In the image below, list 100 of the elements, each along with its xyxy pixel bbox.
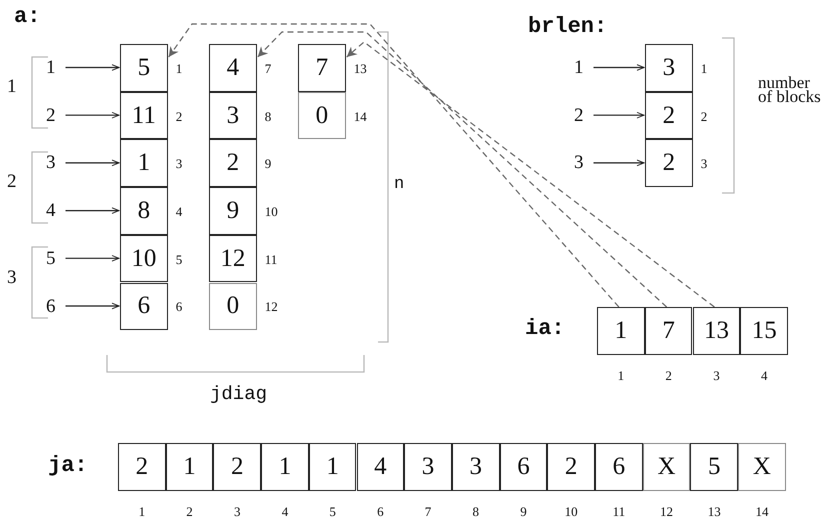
row-index: 2	[574, 106, 584, 125]
cell-index: 4	[176, 204, 182, 218]
cell-index: 1	[700, 62, 708, 75]
array-cell: 4	[356, 443, 404, 491]
array-cell: 2	[209, 139, 257, 188]
pointer-arrow	[346, 41, 715, 308]
array-cell: 0	[209, 282, 257, 330]
row-index: 6	[46, 296, 56, 316]
cell-index: 7	[264, 62, 272, 75]
array-cell: 11	[120, 92, 168, 140]
array-cell: 0	[298, 92, 346, 140]
row-index: 5	[46, 248, 56, 268]
array-cell: 3	[209, 92, 257, 140]
cell-index: 10	[264, 204, 278, 218]
cell-index: 1	[618, 368, 624, 382]
cell-index: 12	[264, 300, 278, 314]
array-cell: 10	[120, 234, 168, 282]
cell-index: 6	[176, 300, 182, 314]
cell-index: 7	[424, 504, 432, 518]
array-cell: 1	[308, 443, 356, 491]
cell-index: 2	[665, 368, 672, 382]
block-number: 1	[7, 77, 16, 96]
arrow	[66, 302, 120, 310]
array-cell: 3	[645, 44, 693, 92]
array-cell: 1	[261, 443, 309, 491]
size-label: jdiag	[210, 385, 268, 404]
array-cell: X	[738, 443, 786, 491]
cell-index: 8	[472, 504, 479, 518]
size-label: n	[394, 176, 404, 193]
row-index: 3	[46, 153, 56, 172]
block-number: 3	[7, 268, 16, 287]
block-number: 2	[7, 172, 16, 191]
cell-index: 9	[520, 504, 527, 518]
array-cell: 6	[500, 443, 548, 491]
array-cell: 7	[298, 44, 346, 92]
cell-index: 5	[176, 252, 182, 266]
array-cell: 1	[597, 307, 645, 355]
array-cell: 1	[166, 443, 214, 491]
pointer-arrow	[257, 31, 668, 308]
cell-index: 14	[354, 110, 367, 123]
row-index: 1	[574, 58, 584, 77]
cell-index: 9	[264, 157, 272, 170]
array-cell: 3	[452, 443, 500, 491]
row-index: 4	[46, 201, 56, 220]
array-cell: 2	[547, 443, 595, 491]
cell-index: 8	[264, 110, 272, 123]
array-cell: 8	[120, 187, 168, 235]
cell-index: 5	[329, 504, 336, 518]
pointer-arrow	[168, 23, 620, 308]
cell-index: 12	[660, 504, 674, 518]
array-cell: 6	[595, 443, 643, 491]
array-cell: 6	[120, 282, 168, 330]
array-cell: 1	[120, 139, 168, 188]
arrow	[594, 112, 644, 118]
cell-index: 2	[700, 110, 708, 123]
array-cell: 2	[645, 139, 693, 188]
row-index: 3	[574, 153, 584, 172]
cell-index: 1	[176, 62, 182, 75]
array-cell: 7	[644, 307, 692, 355]
array-cell: 5	[120, 44, 168, 92]
cell-index: 14	[755, 504, 768, 518]
cell-index: 1	[138, 504, 146, 518]
cell-index: 11	[612, 504, 626, 518]
cell-index: 3	[234, 504, 240, 518]
array-name: ja:	[48, 455, 88, 477]
array-cell: 5	[690, 443, 738, 491]
arrow	[66, 112, 120, 118]
cell-index: 11	[264, 252, 278, 266]
cell-index: 3	[176, 157, 182, 170]
array-cell: 2	[118, 443, 166, 491]
arrow	[594, 160, 644, 166]
cell-index: 4	[761, 368, 768, 382]
array-cell: 2	[645, 92, 693, 140]
arrow	[66, 255, 120, 262]
array-cell: 12	[209, 234, 257, 282]
array-name: ia:	[525, 318, 565, 340]
array-cell: 4	[209, 44, 257, 92]
array-cell: X	[642, 443, 690, 491]
cell-index: 4	[282, 504, 288, 518]
row-index: 2	[46, 106, 56, 125]
cell-index: 3	[713, 368, 720, 382]
arrow	[66, 160, 120, 166]
cell-index: 10	[564, 504, 578, 518]
arrow	[66, 64, 120, 71]
array-cell: 9	[209, 187, 257, 235]
arrow	[594, 64, 644, 71]
cell-index: 2	[176, 110, 182, 123]
array-cell: 15	[740, 307, 788, 355]
cell-index: 3	[700, 157, 708, 170]
array-cell: 2	[213, 443, 262, 491]
note-text: number of blocks	[758, 76, 822, 105]
array-cell: 13	[692, 307, 740, 355]
array-cell: 3	[404, 443, 452, 491]
cell-index: 2	[186, 504, 193, 518]
array-name: brlen:	[528, 16, 608, 38]
cell-index: 13	[354, 62, 367, 75]
cell-index: 6	[377, 504, 384, 518]
array-name: a:	[14, 6, 40, 28]
cell-index: 13	[708, 504, 721, 518]
row-index: 1	[46, 58, 56, 77]
